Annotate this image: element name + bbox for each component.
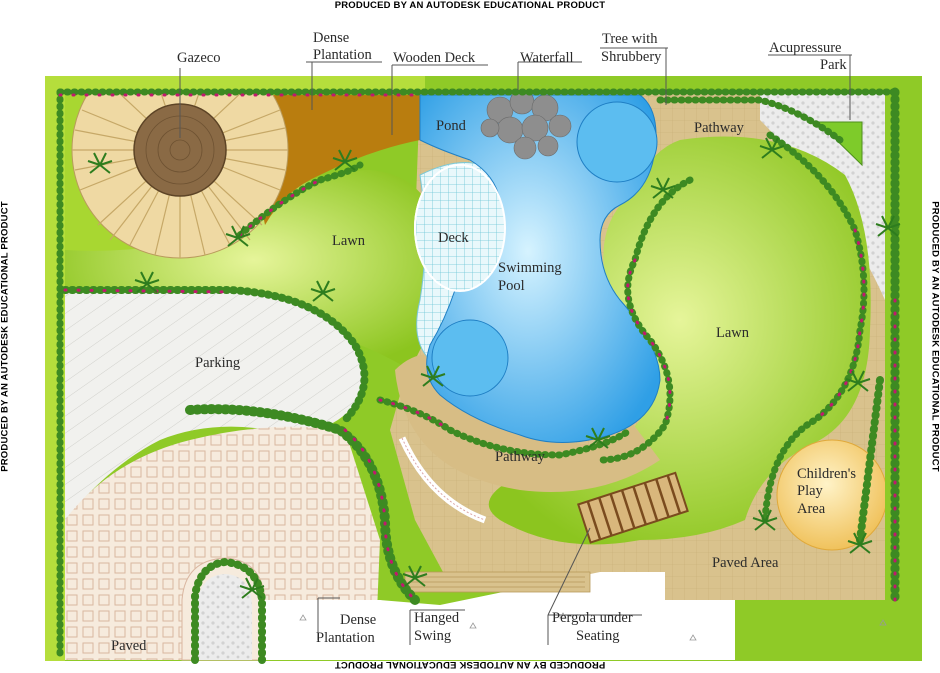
label-pathway-bottom: Pathway — [495, 449, 545, 465]
label-wooden-deck: Wooden Deck — [393, 50, 476, 66]
flower-dots — [58, 93, 897, 602]
label-pond: Pond — [436, 118, 466, 134]
label-pergola-line1: Pergola under — [552, 610, 633, 626]
deck-oval-overlay — [414, 164, 506, 292]
label-waterfall: Waterfall — [520, 50, 574, 66]
label-parking: Parking — [195, 355, 241, 371]
watermark-left: PRODUCED BY AN AUTODESK EDUCATIONAL PROD… — [0, 201, 11, 472]
label-childrens-play-line3: Area — [797, 501, 826, 517]
pool-circle-bottom — [431, 319, 509, 397]
watermark-right: PRODUCED BY AN AUTODESK EDUCATIONAL PROD… — [929, 201, 940, 472]
label-hanged-swing-line1: Hanged — [414, 610, 460, 626]
label-paved: Paved — [111, 638, 147, 654]
lawn-right — [488, 136, 871, 545]
left-mask — [0, 0, 45, 673]
label-lawn-right: Lawn — [716, 325, 750, 341]
label-acupressure-line2: Park — [820, 57, 847, 73]
label-gazebo: Gazeco — [177, 50, 221, 66]
palm-plants — [87, 137, 901, 599]
label-childrens-play-line1: Children's — [797, 466, 856, 482]
label-paved-area: Paved Area — [712, 555, 779, 571]
paved-arch-gravel — [197, 574, 252, 660]
bottom-cutout — [265, 572, 885, 660]
pergola — [577, 471, 689, 544]
pool-circle-top — [576, 101, 658, 183]
lawn-left-main — [65, 170, 443, 370]
label-lawn-left: Lawn — [332, 233, 366, 249]
label-pergola-line2: Seating — [576, 628, 620, 644]
label-tree-shrubbery-line1: Tree with — [602, 31, 658, 47]
label-swimming-pool-line1: Swimming — [498, 260, 562, 276]
label-deck: Deck — [438, 230, 469, 246]
label-dense-plantation-top-line2: Plantation — [313, 47, 372, 63]
waterfall-rocks — [480, 89, 572, 160]
label-hanged-swing-line2: Swing — [414, 628, 452, 644]
top-mask — [45, 0, 940, 76]
label-childrens-play-line2: Play — [797, 483, 823, 499]
label-acupressure-line1: Acupressure — [769, 40, 842, 56]
label-tree-shrubbery-line2: Shrubbery — [601, 49, 662, 65]
hanged-swing — [398, 436, 487, 524]
label-dense-plantation-top-line1: Dense — [313, 30, 350, 46]
label-swimming-pool-line2: Pool — [498, 278, 525, 294]
leader-lines — [179, 47, 852, 645]
label-dense-plantation-bottom-line2: Plantation — [316, 630, 375, 646]
watermark-top: PRODUCED BY AN AUTODESK EDUCATIONAL PROD… — [334, 0, 606, 11]
label-pathway-top: Pathway — [694, 120, 744, 136]
watermark-bottom: PRODUCED BY AN AUTODESK EDUCATIONAL PROD… — [334, 659, 606, 670]
bottom-right-strip — [885, 76, 922, 661]
label-dense-plantation-bottom-line1: Dense — [340, 612, 377, 628]
survey-markers — [299, 612, 887, 641]
